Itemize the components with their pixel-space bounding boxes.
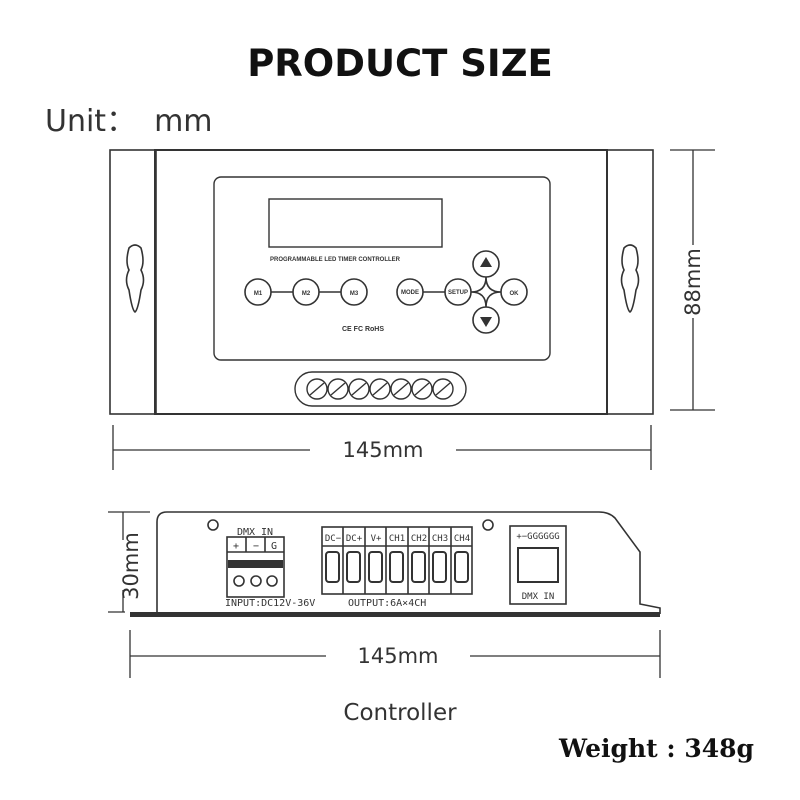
- up-arrow-icon: [480, 257, 492, 267]
- dmx-pin-plus: +: [233, 541, 239, 552]
- mount-hole-left: [207, 519, 219, 531]
- certification-marks: CE FC RoHS: [342, 326, 384, 333]
- right-keyhole-slot: [620, 244, 640, 313]
- right-mounting-ear: [606, 149, 654, 415]
- ok-label: OK: [510, 291, 520, 297]
- controller-body: [154, 149, 608, 415]
- terminal-screws: [306, 378, 454, 400]
- rj45-pin-labels: +−GGGGGG: [516, 532, 559, 542]
- lcd-screen: [268, 198, 443, 248]
- terminal-label-ch1: CH1: [389, 534, 405, 544]
- unit-label: Unit：: [45, 104, 137, 139]
- mount-hole-right: [482, 519, 494, 531]
- terminal-screw: [369, 378, 391, 400]
- dmx-screw: [250, 575, 262, 587]
- output-spec: OUTPUT:6A×4CH: [348, 598, 426, 609]
- terminal-label-ch2: CH2: [411, 534, 427, 544]
- mode-label: MODE: [401, 290, 419, 296]
- dmx-pin-ground: G: [271, 541, 277, 552]
- m2-label: M2: [302, 291, 311, 297]
- dmx-screw: [266, 575, 278, 587]
- unit-value: mm: [154, 104, 213, 139]
- rj45-port-housing: [509, 525, 567, 605]
- terminal-screw: [432, 378, 454, 400]
- front-view: [109, 149, 654, 415]
- page-title: PRODUCT SIZE: [247, 42, 553, 85]
- dmx-input-terminal: [226, 536, 285, 598]
- setup-label: SETUP: [448, 290, 468, 296]
- front-width-dimension: [112, 425, 652, 470]
- side-solid-parts: [130, 560, 660, 617]
- faceplate: [213, 176, 551, 361]
- terminal-screw: [411, 378, 433, 400]
- terminal-label-ch3: CH3: [432, 534, 448, 544]
- terminal-label-ch4: CH4: [454, 534, 470, 544]
- dmx-pin-minus: −: [253, 541, 259, 552]
- terminal-label-dc-minus: DC−: [325, 534, 342, 544]
- side-view: [156, 511, 661, 614]
- down-arrow-icon: [480, 317, 492, 327]
- side-height-dimension: [108, 511, 150, 613]
- m3-label: M3: [350, 291, 359, 297]
- weight-label: Weight : 348g: [559, 734, 754, 763]
- dmx-screw: [233, 575, 245, 587]
- terminal-screw: [306, 378, 328, 400]
- terminal-screw: [327, 378, 349, 400]
- unit-row: Unit： mm: [45, 96, 213, 140]
- drawing-caption: Controller: [343, 700, 457, 726]
- left-mounting-ear: [109, 149, 157, 415]
- rj45-socket: [517, 547, 559, 583]
- side-base-plate: [130, 612, 660, 617]
- terminal-block: [294, 371, 467, 407]
- input-spec: INPUT:DC12V-36V: [225, 598, 315, 609]
- terminal-label-dc-plus: DC+: [346, 534, 363, 544]
- dpad-arrows: [480, 257, 492, 327]
- terminal-screw: [390, 378, 412, 400]
- side-width-label: 145mm: [358, 644, 439, 668]
- front-height-label: 88mm: [681, 248, 705, 316]
- side-width-dimension: [129, 630, 661, 678]
- left-keyhole-slot: [125, 244, 145, 313]
- dpad-links: [470, 276, 502, 308]
- output-terminal-block: [321, 526, 473, 595]
- m1-label: M1: [254, 291, 263, 297]
- front-width-label: 145mm: [343, 438, 424, 462]
- terminal-screw: [348, 378, 370, 400]
- terminal-label-v-plus: V+: [371, 534, 382, 544]
- dmx-in-label: DMX IN: [237, 527, 273, 538]
- side-housing-outline: [156, 511, 661, 614]
- side-height-label: 30mm: [119, 532, 143, 600]
- output-terminal-slots: [325, 551, 469, 583]
- front-height-dimension: [670, 149, 715, 411]
- dmx-plug-top: [228, 560, 283, 568]
- rj45-label: DMX IN: [522, 592, 555, 602]
- panel-text: PROGRAMMABLE LED TIMER CONTROLLER: [270, 257, 401, 263]
